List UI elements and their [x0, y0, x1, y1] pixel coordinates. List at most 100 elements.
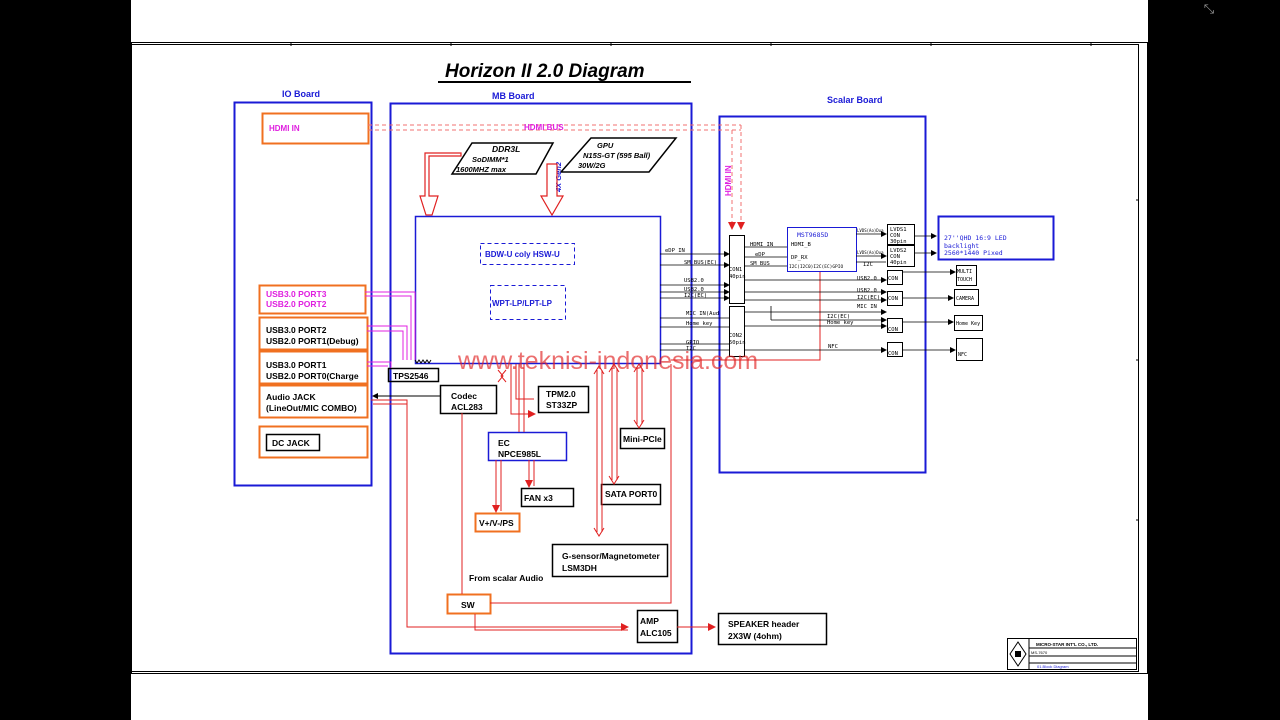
multi-touch-line1: MULTI — [957, 269, 972, 275]
mb-board — [389, 102, 693, 655]
mst-title: MST9685D — [797, 231, 828, 239]
dc-jack-label: DC JACK — [272, 438, 311, 448]
usb-port3-line2: USB2.0 PORT2 — [266, 299, 327, 309]
con2-line1: CON2 — [729, 333, 742, 339]
lvds2-line2: CON — [890, 254, 900, 260]
scalar-usb20-b: USB2.0 — [857, 288, 877, 294]
ddr3l-line3: 1600MHZ max — [456, 165, 507, 174]
ec-box — [487, 431, 568, 462]
scalar-sm-bus: SM BUS — [750, 261, 770, 267]
ddr-to-cpu-arrow — [419, 152, 462, 216]
tpm-line1: TPM2.0 — [546, 389, 576, 399]
gpu-line3: 30W/2G — [578, 161, 606, 170]
title-block-company: MICRO-STAR INT'L CO., LTD. — [1036, 642, 1098, 647]
title-block-page: 01.Block Diagram — [1037, 664, 1069, 669]
vplus-label: V+/V-/PS — [479, 518, 514, 528]
minipcie-box — [619, 427, 666, 450]
scalar-i2c: I2C — [863, 262, 873, 268]
nfc-box — [956, 338, 983, 361]
speaker-box — [717, 612, 828, 646]
scalar-board-label: Scalar Board — [827, 95, 883, 105]
scalar-internal-labels: HDMI IN eDP SM BUS LVDS(Ao)Dua LVDS(Ao)D… — [750, 228, 884, 350]
gpu-line2: N15S-GT (595 Ball) — [583, 151, 651, 160]
con1-line1: CON1 — [729, 267, 742, 273]
home-key-dev-label: Home Key — [956, 321, 980, 327]
scalar-edp: eDP — [755, 252, 766, 258]
gpu-block — [559, 137, 678, 173]
pcie-label: 4X Gen2 — [554, 161, 563, 193]
hdmi-bus-label: HDMI BUS — [524, 123, 564, 132]
i2c-label: I2C — [686, 346, 696, 352]
scalar-i2c-ec-a: I2C(EC) — [857, 295, 880, 301]
panel-line3: 2560*1440 Pixed — [944, 249, 1003, 257]
diagram-title: Horizon II 2.0 Diagram — [445, 61, 645, 82]
hdmi-in-label: HDMI IN — [269, 124, 300, 133]
con-homekey-box — [887, 318, 903, 333]
con-nfc-box — [887, 342, 903, 357]
speaker-line2: 2X3W (4ohm) — [728, 631, 782, 641]
camera-label: CAMERA — [956, 296, 974, 302]
multi-touch-line2: TOUCH — [957, 277, 972, 283]
fullscreen-icon[interactable]: ⤡ — [1203, 2, 1215, 17]
con2-line2: 50pin — [729, 340, 746, 346]
sw-label: SW — [461, 600, 476, 610]
scalar-hdmi-in-vertical: HDMI IN — [724, 165, 733, 196]
con-camera-label: CON — [888, 296, 898, 302]
audio-jack-box — [258, 384, 369, 419]
sw-box — [446, 593, 492, 615]
vplus-box — [474, 512, 521, 533]
minipcie-label: Mini-PCle — [623, 434, 662, 444]
gpu-to-cpu-arrow — [539, 163, 565, 217]
lvds-sig-1: LVDS(Ao)Dua — [857, 228, 884, 233]
tps2546-box — [387, 367, 440, 383]
ddr3l-line1: DDR3L — [492, 144, 520, 154]
usb-port3-box — [258, 284, 367, 315]
tpm-box — [537, 385, 590, 414]
con-camera-box — [887, 291, 903, 306]
schematic-sheet: Horizon II 2.0 Diagram IO Board MB Board… — [131, 0, 1148, 720]
usb-port3-line1: USB3.0 PORT3 — [266, 289, 327, 299]
mb-signal-lines — [371, 270, 821, 631]
fan-label: FAN x3 — [524, 493, 553, 503]
scalar-nfc: NFC — [828, 344, 838, 350]
hdmi-in-box — [261, 112, 370, 145]
sheet-frame — [131, 42, 1148, 674]
usb-port1-line1: USB3.0 PORT1 — [266, 360, 327, 370]
amp-box — [636, 609, 679, 644]
mst-io-line: I2C(I2C0)I2C(EC)GPIO — [789, 264, 843, 270]
i2c-ec-label: I2C(EC) — [684, 293, 707, 299]
sm-bus-ec-label: SM BUS(EC) — [684, 260, 717, 266]
usb-port1-line2: USB2.0 PORT0(Charge — [266, 371, 359, 381]
usb-port2-box — [258, 316, 369, 351]
gsensor-line2: LSM3DH — [562, 563, 597, 573]
tps2546-label: TPS2546 — [393, 371, 429, 381]
from-scalar-audio-label: From scalar Audio — [469, 573, 543, 583]
scalar-home-key: Home key — [827, 320, 854, 326]
usb-port2-line2: USB2.0 PORT1(Debug) — [266, 336, 359, 346]
amp-line1: AMP — [640, 616, 659, 626]
gsensor-line1: G-sensor/Magnetometer — [562, 551, 660, 561]
audio-jack-line2: (LineOut/MIC COMBO) — [266, 403, 357, 413]
usb20-label-2: USB2.0 — [684, 287, 704, 293]
watermark: www.teknisi-indonesia.com — [457, 347, 758, 375]
lvds1-line3: 30pin — [890, 239, 907, 245]
lvds-sig-2: LVDS(Ao)Dua — [857, 250, 884, 255]
cpu-label: BDW-U coly HSW-U — [485, 250, 560, 259]
mst-hdmi-b: HDMI_B — [791, 242, 812, 248]
mst-dp-rx: DP_RX — [791, 255, 808, 261]
scalar-mic-in: MIC IN — [857, 304, 877, 310]
lvds1-line1: LVDS1 — [890, 227, 907, 233]
codec-box — [439, 384, 498, 415]
block-diagram: Horizon II 2.0 Diagram IO Board MB Board… — [131, 42, 1148, 674]
lvds1-con-box — [887, 224, 915, 245]
mb-board-label: MB Board — [492, 91, 535, 101]
tpm-line2: ST33ZP — [546, 400, 578, 410]
lvds2-line1: LVDS2 — [890, 248, 907, 254]
audio-jack-line1: Audio JACK — [266, 392, 316, 402]
con-touch-label: CON — [888, 276, 898, 282]
ec-line1: EC — [498, 438, 510, 448]
scalar-hdmi-in: HDMI IN — [750, 242, 773, 248]
scalar-usb20-a: USB2.0 — [857, 276, 877, 282]
usb-port1-box — [258, 350, 369, 385]
home-key-box — [954, 315, 983, 331]
